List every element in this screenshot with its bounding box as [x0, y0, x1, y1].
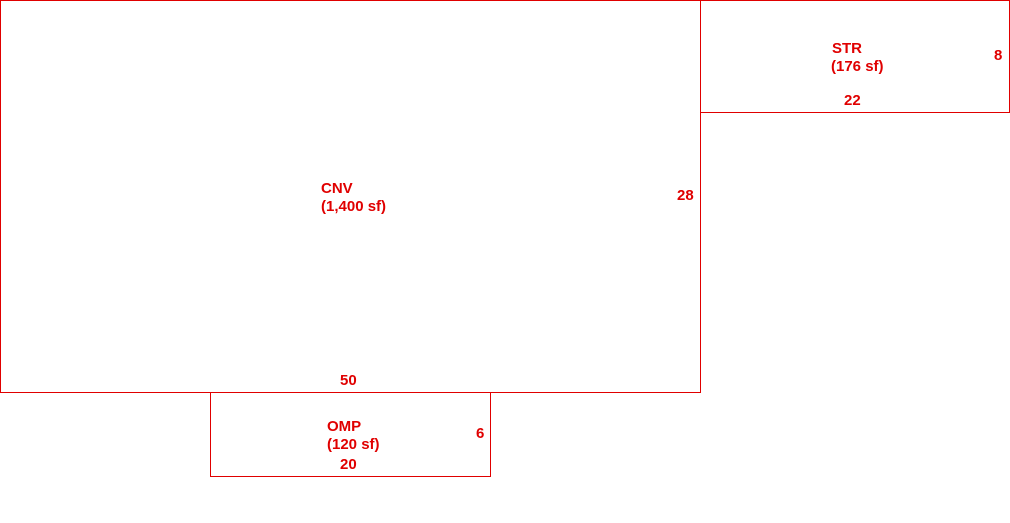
room-cnv-depth-dimension: 28 — [677, 187, 694, 204]
room-cnv-code: CNV — [321, 180, 353, 197]
room-omp-depth-dimension: 6 — [476, 425, 485, 442]
room-cnv-area: (1,400 sf) — [321, 198, 387, 215]
room-str-depth-dimension: 8 — [994, 47, 1003, 64]
room-omp-width-dimension: 20 — [340, 456, 357, 473]
room-omp-outline — [210, 392, 491, 477]
room-str-area: (176 sf) — [831, 58, 884, 75]
room-omp-area: (120 sf) — [327, 436, 380, 453]
room-omp-code: OMP — [327, 418, 362, 435]
room-str-code: STR — [832, 40, 862, 57]
room-cnv-width-dimension: 50 — [340, 372, 357, 389]
room-str-width-dimension: 22 — [844, 92, 861, 109]
